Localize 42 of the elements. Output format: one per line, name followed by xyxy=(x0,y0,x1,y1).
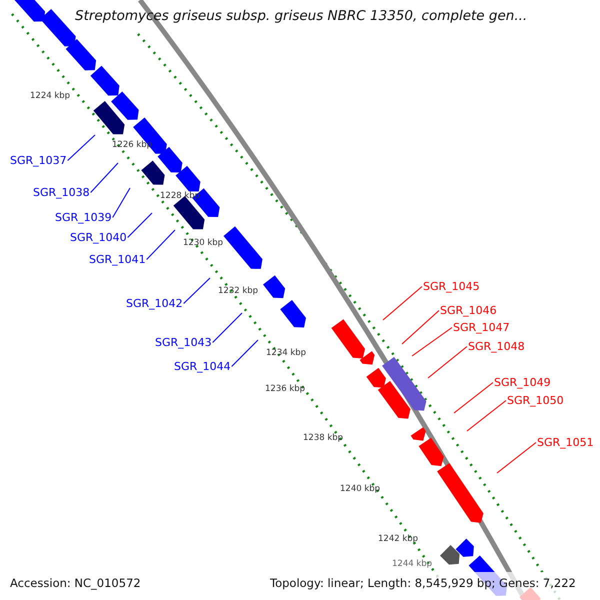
gene-label: SGR_1050 xyxy=(507,395,564,406)
leader-line xyxy=(382,286,422,320)
gene-label: SGR_1049 xyxy=(494,377,551,388)
scale-label: 1232 kbp xyxy=(218,287,258,296)
leader-line xyxy=(454,382,494,414)
scale-label: 1240 kbp xyxy=(340,485,380,494)
gene-label: SGR_1038 xyxy=(33,187,90,198)
footer-text: Topology: linear; Length: 8,545,929 bp; Genes: 7,222 xyxy=(270,578,576,590)
gene-label: SGR_1039 xyxy=(55,212,112,223)
title: Streptomyces griseus subsp. griseus NBRC 13350, complete gen... xyxy=(75,10,528,24)
leader-line xyxy=(496,442,536,474)
leader-line xyxy=(127,212,152,238)
gene-label: SGR_1051 xyxy=(537,437,594,448)
gene-label: SGR_1045 xyxy=(423,281,480,292)
gene-label: SGR_1046 xyxy=(440,305,497,316)
gene-label: SGR_1043 xyxy=(155,337,212,348)
leader-line xyxy=(428,346,468,378)
leader-line xyxy=(412,327,452,356)
footer-text: Accession: NC_010572 xyxy=(10,578,141,590)
scale-label: 1224 kbp xyxy=(30,92,70,100)
leader-line xyxy=(212,312,242,343)
scale-label: 1236 kbp xyxy=(265,385,306,394)
scale-label: 1234 kbp xyxy=(266,349,306,358)
gene-label: SGR_1042 xyxy=(126,298,183,309)
scale-label: 1244 kbp xyxy=(392,560,432,568)
gene-label: SGR_1037 xyxy=(10,155,67,166)
gene-label: SGR_1044 xyxy=(174,361,231,372)
leader-line xyxy=(67,134,96,161)
gene-label: SGR_1040 xyxy=(70,232,127,243)
gene-label: SGR_1048 xyxy=(468,341,525,352)
leader-line xyxy=(146,230,176,260)
gene-label: SGR_1041 xyxy=(89,254,146,265)
scale-label: 1230 kbp xyxy=(183,239,224,248)
leader-line xyxy=(112,188,130,218)
leader-line xyxy=(90,162,118,193)
leader-line xyxy=(183,278,210,304)
scale-label: 1238 kbp xyxy=(303,434,344,442)
scale-label: 1242 kbp xyxy=(378,535,418,544)
leader-line xyxy=(466,400,506,432)
gene-label: SGR_1047 xyxy=(453,322,510,333)
leader-line xyxy=(231,340,258,367)
leader-line xyxy=(402,310,440,344)
